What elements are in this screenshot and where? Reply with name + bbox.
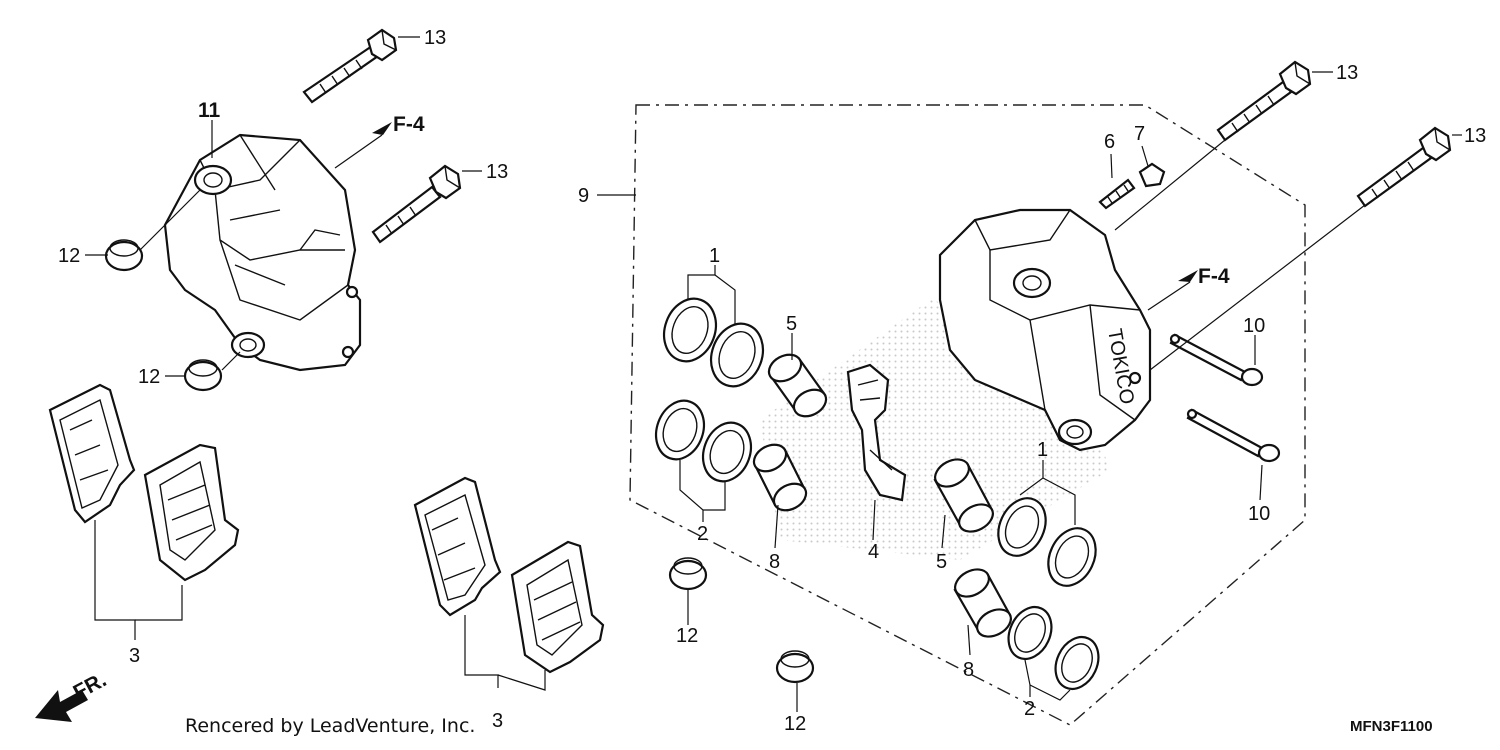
callout-9[interactable]: 9 (578, 185, 589, 207)
callout-8-right[interactable]: 8 (963, 659, 974, 681)
piston-8-right[interactable] (950, 564, 1015, 642)
leader-lines (85, 36, 1462, 712)
arrow-f4-right (1178, 270, 1198, 282)
callout-12-a[interactable]: 12 (58, 245, 80, 267)
diagram-code: MFN3F1100 (1350, 718, 1433, 735)
piston-seal-1-a[interactable] (656, 291, 725, 368)
credit-text: Rencered by LeadVenture, Inc. (185, 715, 475, 737)
brake-pad-mid-inner[interactable] (510, 540, 605, 674)
callout-3-mid[interactable]: 3 (492, 710, 503, 732)
callout-12-d[interactable]: 12 (784, 713, 806, 735)
callout-5-top[interactable]: 5 (786, 313, 797, 335)
piston-5-upper[interactable] (764, 349, 830, 421)
piston-seal-1-c[interactable] (989, 491, 1054, 564)
callout-12-b[interactable]: 12 (138, 366, 160, 388)
callout-labels: 13 13 13 13 11 12 12 12 12 F-4 F-4 9 6 7… (58, 27, 1486, 735)
callout-f4-left[interactable]: F-4 (393, 113, 425, 136)
callout-13-b[interactable]: 13 (486, 161, 508, 183)
pad-spring-4[interactable] (846, 363, 907, 502)
callout-1-right[interactable]: 1 (1037, 439, 1048, 461)
left-caliper-body[interactable] (163, 133, 362, 372)
brake-pad-mid-outer[interactable] (413, 476, 502, 617)
callout-10-top[interactable]: 10 (1243, 315, 1265, 337)
callout-6[interactable]: 6 (1104, 131, 1115, 153)
callout-13-a[interactable]: 13 (424, 27, 446, 49)
callout-12-c[interactable]: 12 (676, 625, 698, 647)
callout-3-left[interactable]: 3 (129, 645, 140, 667)
right-caliper-body[interactable]: TOKICO (938, 208, 1152, 452)
piston-8-left[interactable] (749, 439, 810, 515)
dust-seal-2-b[interactable] (695, 416, 759, 488)
callout-13-c[interactable]: 13 (1336, 62, 1358, 84)
callout-8-left[interactable]: 8 (769, 551, 780, 573)
piston-5-lower[interactable] (930, 454, 997, 537)
caliper-bolt-13-d[interactable] (1356, 126, 1452, 208)
pin-bushing-12-d[interactable] (775, 650, 815, 684)
callout-10-bottom[interactable]: 10 (1248, 503, 1270, 525)
bleeder-cap-7[interactable] (1138, 162, 1166, 188)
caliper-assembly-boundary (629, 104, 1306, 726)
piston-seal-1-d[interactable] (1039, 521, 1104, 594)
pin-bushing-12-b[interactable] (183, 359, 223, 392)
pad-pin-10-b[interactable] (1186, 408, 1281, 463)
callout-2-right[interactable]: 2 (1024, 698, 1035, 720)
pad-pin-10-a[interactable] (1169, 333, 1264, 387)
arrow-f4-left (372, 122, 392, 135)
callout-f4-right[interactable]: F-4 (1198, 265, 1230, 288)
callout-5-bottom[interactable]: 5 (936, 551, 947, 573)
callout-2-left[interactable]: 2 (697, 523, 708, 545)
bleeder-screw-6[interactable] (1098, 178, 1136, 210)
callout-13-d[interactable]: 13 (1464, 125, 1486, 147)
piston-seal-1-b[interactable] (703, 316, 772, 393)
caliper-bolt-13-a[interactable] (302, 28, 398, 104)
callout-7[interactable]: 7 (1134, 123, 1145, 145)
pin-bushing-12-a[interactable] (104, 239, 144, 272)
callout-11[interactable]: 11 (198, 99, 221, 122)
dust-seal-2-d[interactable] (1047, 630, 1106, 696)
caliper-bolt-13-c[interactable] (1216, 60, 1312, 142)
callout-1-top[interactable]: 1 (709, 245, 720, 267)
dust-seal-2-c[interactable] (1000, 600, 1059, 666)
brake-pad-left-inner[interactable] (143, 443, 240, 582)
caliper-bolt-13-b[interactable] (371, 164, 462, 244)
callout-4[interactable]: 4 (868, 541, 879, 563)
front-direction-arrow[interactable]: FR. (35, 668, 110, 722)
dust-seal-2-a[interactable] (648, 394, 712, 466)
brake-pad-left-outer[interactable] (48, 383, 136, 524)
pin-bushing-12-c[interactable] (668, 557, 708, 591)
